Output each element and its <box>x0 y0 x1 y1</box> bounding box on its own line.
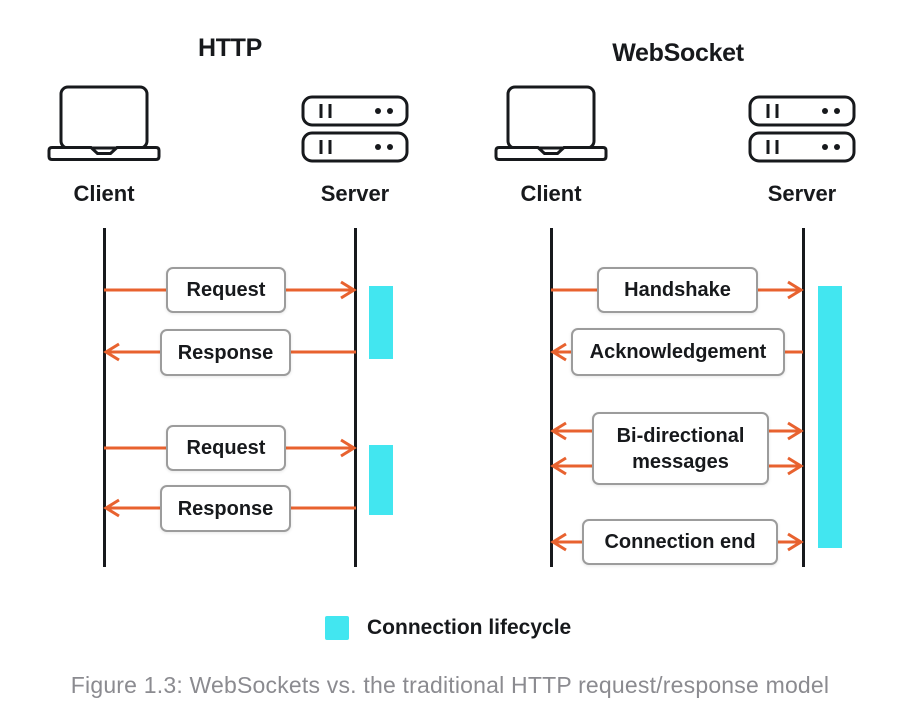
client-label: Client <box>73 181 135 206</box>
message-label-box: Handshake <box>597 267 758 313</box>
server-label: Server <box>767 181 837 206</box>
legend-swatch <box>325 616 349 640</box>
client-label: Client <box>520 181 582 206</box>
server-lifeline <box>354 228 357 567</box>
message-label-box: Acknowledgement <box>571 328 785 376</box>
message-label-box: Connection end <box>582 519 778 565</box>
server-lifeline <box>802 228 805 567</box>
connection-lifecycle-bar <box>369 445 393 515</box>
message-label-box: Bi-directional messages <box>592 412 769 485</box>
message-label-box: Response <box>160 329 291 376</box>
http-panel-title: HTTP <box>197 34 263 62</box>
message-label-box: Request <box>166 425 286 471</box>
figure-caption: Figure 1.3: WebSockets vs. the tradition… <box>70 672 830 698</box>
message-label-box: Response <box>160 485 291 532</box>
server-icon <box>748 95 856 163</box>
connection-lifecycle-bar <box>818 286 842 548</box>
connection-lifecycle-bar <box>369 286 393 359</box>
client-lifeline <box>550 228 553 567</box>
message-label-box: Request <box>166 267 286 313</box>
laptop-icon <box>494 85 608 161</box>
client-lifeline <box>103 228 106 567</box>
legend-label: Connection lifecycle <box>367 616 572 639</box>
laptop-icon <box>47 85 161 161</box>
server-label: Server <box>320 181 390 206</box>
server-icon <box>301 95 409 163</box>
websocket-panel-title: WebSocket <box>612 39 744 67</box>
